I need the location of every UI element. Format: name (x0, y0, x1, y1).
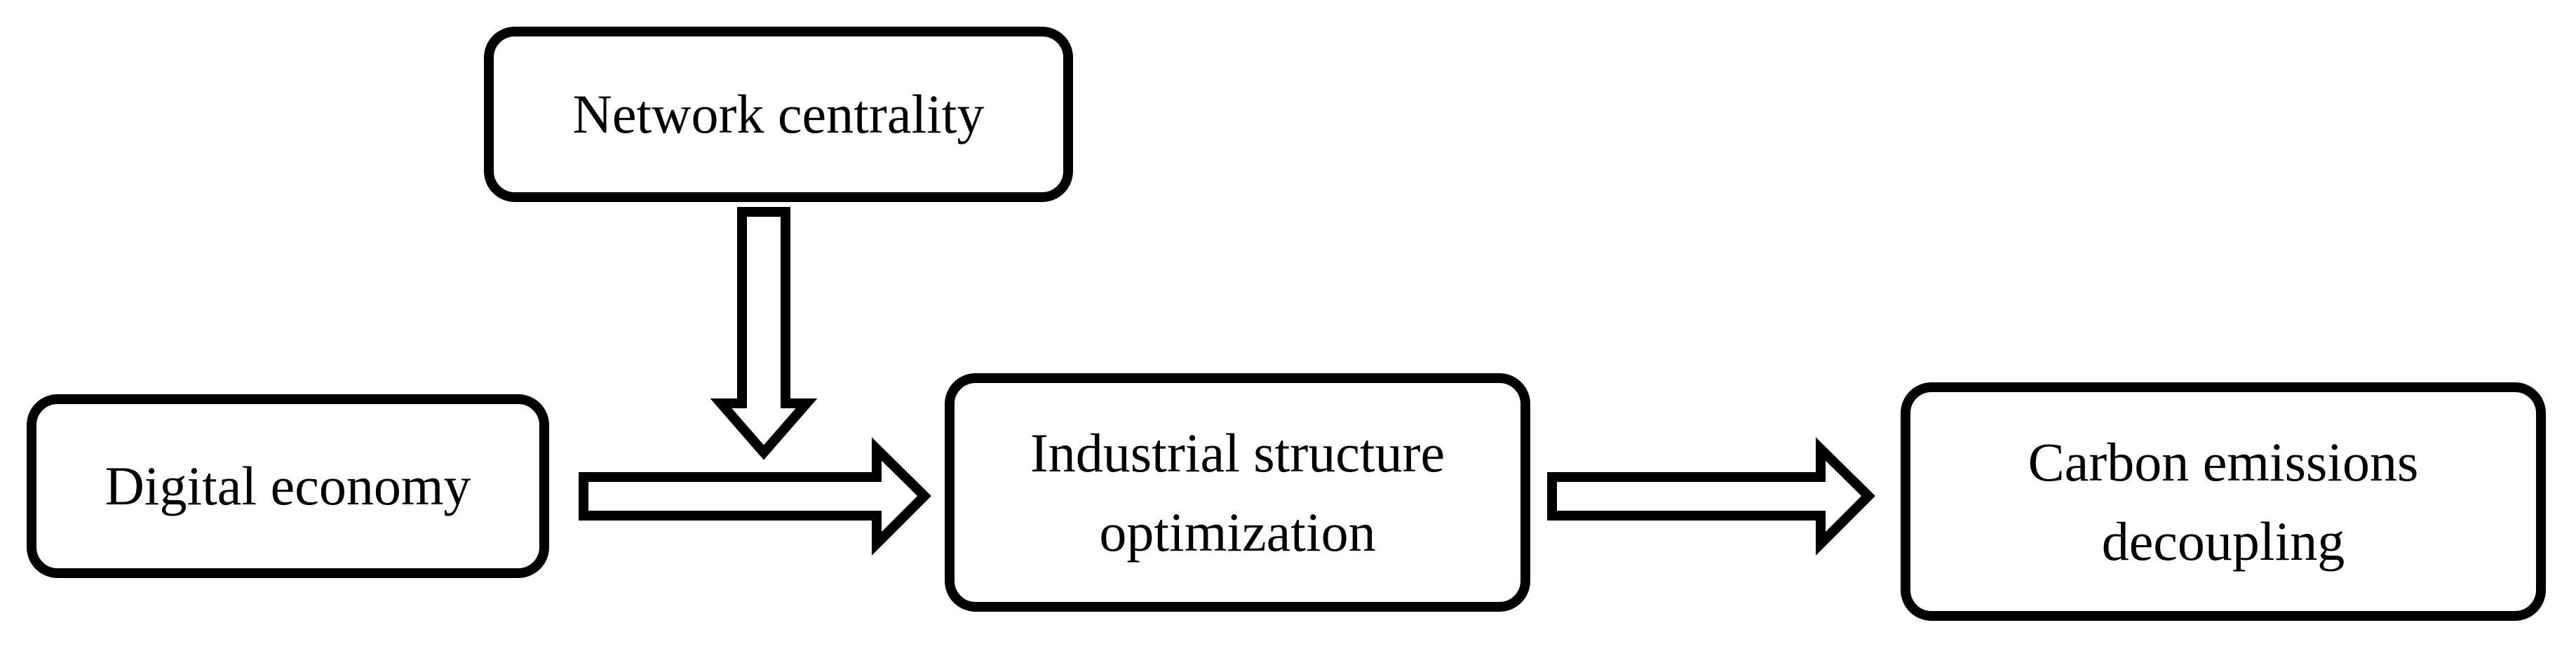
digital-economy-box: Digital economy (27, 394, 549, 578)
down-arrow-network-to-link (710, 207, 818, 460)
right-arrow-digital-to-industrial (579, 437, 931, 556)
carbon-emissions-box: Carbon emissions decoupling (1901, 382, 2546, 621)
industrial-structure-box: Industrial structure optimization (945, 373, 1530, 612)
network-centrality-label: Network centrality (572, 83, 985, 145)
right-arrow-industrial-to-carbon (1547, 437, 1875, 556)
carbon-emissions-label: Carbon emissions decoupling (2028, 431, 2419, 572)
digital-economy-label: Digital economy (104, 455, 471, 517)
network-centrality-box: Network centrality (484, 27, 1073, 202)
industrial-structure-label: Industrial structure optimization (1030, 422, 1445, 563)
